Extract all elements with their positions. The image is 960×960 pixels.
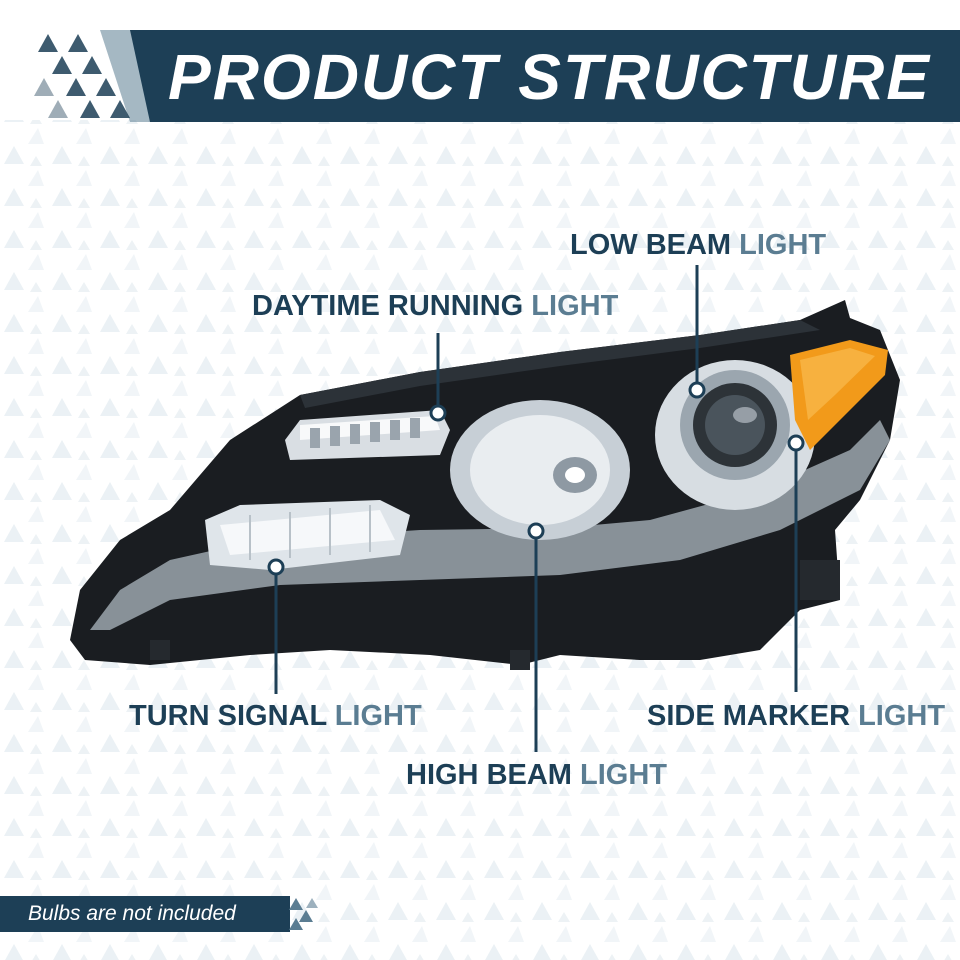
label-daytime-running-light: DAYTIME RUNNING LIGHT [252,290,619,322]
callout-marker-icon [267,381,805,576]
page-title: PRODUCT STRUCTURE [168,41,931,113]
header-band [34,30,960,122]
footer-note: Bulbs are not included [28,902,236,925]
label-high-beam-light: HIGH BEAM LIGHT [406,759,668,791]
footer-band [0,896,318,932]
label-turn-signal-light: TURN SIGNAL LIGHT [129,700,422,732]
triangle-pattern-icon [289,898,318,930]
label-side-marker-light: SIDE MARKER LIGHT [647,700,946,732]
triangle-pattern-icon [34,34,130,118]
label-low-beam-light: LOW BEAM LIGHT [570,229,827,261]
